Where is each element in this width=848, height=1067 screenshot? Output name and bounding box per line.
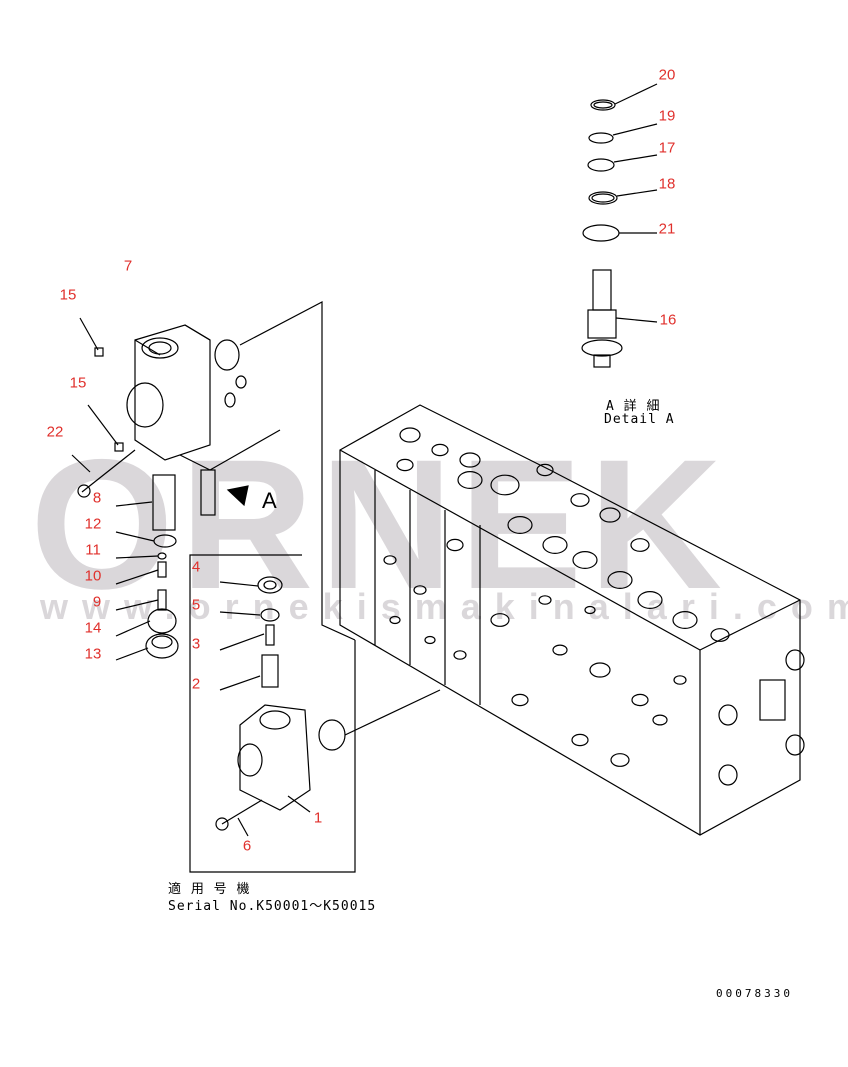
- port-hole: [584, 605, 596, 615]
- port-hole: [511, 693, 529, 707]
- serial-variant-box: [189, 554, 441, 873]
- port-hole: [383, 555, 397, 565]
- serial-range: Serial No.K50001〜K50015: [168, 899, 377, 914]
- port-hole: [536, 463, 554, 477]
- callout-number: 19: [658, 107, 676, 125]
- port-hole: [673, 675, 687, 685]
- drawing-number: 00078330: [716, 987, 793, 1000]
- port-hole: [399, 427, 421, 443]
- port-hole: [453, 650, 467, 660]
- port-hole: [652, 714, 668, 726]
- port-hole: [457, 471, 483, 490]
- callout-number: 15: [69, 374, 87, 392]
- callout-number: 14: [84, 619, 102, 637]
- port-hole: [672, 610, 698, 629]
- port-hole: [538, 595, 552, 605]
- watermark-url: www.ornekismakinalari.com.tr: [40, 586, 848, 627]
- callout-number: 17: [658, 139, 676, 157]
- detail-a-parts: [581, 83, 658, 368]
- view-arrow-label: A: [262, 488, 278, 513]
- callout-number: 20: [658, 66, 676, 84]
- port-hole: [413, 585, 427, 595]
- port-hole: [446, 538, 464, 552]
- port-hole: [631, 693, 649, 707]
- port-hole: [552, 644, 568, 656]
- callout-number: 10: [84, 567, 102, 585]
- port-hole: [507, 515, 533, 534]
- port-holes: [383, 427, 730, 767]
- valve-block-7: [126, 301, 356, 641]
- port-hole: [599, 507, 621, 523]
- callout-number: 3: [191, 635, 201, 653]
- port-hole: [570, 493, 590, 507]
- callout-number: 18: [658, 175, 676, 193]
- port-hole: [572, 550, 598, 569]
- left-parts: [71, 317, 249, 661]
- callout-number: 1: [313, 809, 323, 827]
- port-hole: [459, 452, 481, 468]
- callout-number: 6: [242, 837, 252, 855]
- view-arrow-icon: [226, 485, 249, 507]
- callout-number: 16: [659, 311, 677, 329]
- callout-number: 5: [191, 596, 201, 614]
- port-hole: [710, 628, 730, 642]
- port-hole: [424, 635, 436, 645]
- port-hole: [431, 443, 449, 457]
- port-hole: [630, 538, 650, 552]
- callout-number: 8: [92, 489, 102, 507]
- callout-number: 4: [191, 558, 201, 576]
- serial-label-jp: 適 用 号 機: [168, 882, 251, 897]
- callout-number: 13: [84, 645, 102, 663]
- port-hole: [542, 535, 568, 554]
- watermark-logo: ORNEK: [30, 422, 729, 628]
- port-hole: [396, 458, 414, 472]
- callout-number: 12: [84, 515, 102, 533]
- detail-title-jp: A 詳 細: [606, 399, 661, 414]
- port-hole: [389, 615, 401, 625]
- detail-title-en: Detail A: [604, 412, 675, 427]
- port-hole: [610, 753, 630, 767]
- port-hole: [490, 474, 520, 496]
- main-control-valve: [339, 404, 805, 836]
- callout-number: 7: [123, 257, 133, 275]
- callout-number: 21: [658, 220, 676, 238]
- port-hole: [589, 662, 611, 678]
- callout-number: 22: [46, 423, 64, 441]
- port-hole: [637, 590, 663, 609]
- callout-number: 11: [85, 541, 101, 559]
- callout-number: 9: [92, 593, 102, 611]
- callout-number: 15: [59, 286, 77, 304]
- port-hole: [607, 570, 633, 589]
- callout-number: 2: [191, 675, 201, 693]
- port-hole: [490, 613, 510, 627]
- port-hole: [571, 733, 589, 747]
